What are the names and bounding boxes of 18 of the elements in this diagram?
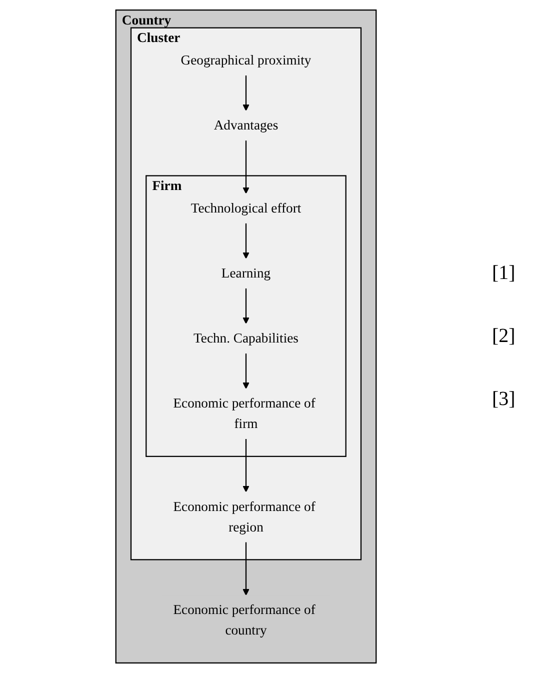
arrow	[242, 353, 250, 389]
reference-number: [2]	[492, 325, 516, 348]
arrow	[242, 438, 250, 492]
arrow	[242, 140, 250, 194]
arrow	[242, 542, 250, 596]
arrow	[242, 223, 250, 259]
node-text: Economic performance of region	[173, 498, 316, 534]
reference-number: [3]	[492, 388, 516, 411]
node-text: Advantages	[214, 117, 278, 133]
arrow	[242, 288, 250, 324]
node-text: Learning	[221, 265, 271, 281]
node-text: Economic performance of country	[173, 602, 316, 638]
node-text: Technological effort	[190, 200, 302, 216]
node-text: Techn. Capabilities	[194, 330, 298, 346]
arrow	[242, 75, 250, 111]
reference-number: [1]	[492, 262, 516, 285]
node-text: Economic performance of firm	[173, 396, 316, 432]
node-text: Geographical proximity	[180, 52, 312, 68]
